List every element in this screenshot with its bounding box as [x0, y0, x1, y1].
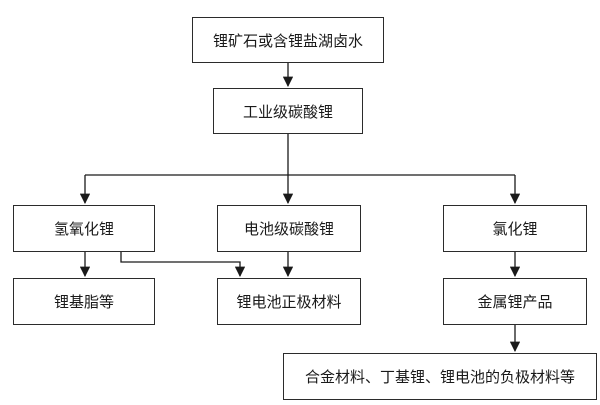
node-lithium-grease: 锂基脂等 — [13, 278, 155, 325]
node-lithium-hydroxide: 氢氧化锂 — [13, 205, 155, 252]
node-applications: 合金材料、丁基锂、锂电池的负极材料等 — [283, 353, 597, 400]
edge-hydroxide-cathode — [120, 252, 246, 278]
node-industrial-lithium-carbonate: 工业级碳酸锂 — [213, 88, 363, 134]
node-cathode-material: 锂电池正极材料 — [217, 278, 361, 325]
node-lithium-chloride: 氯化锂 — [443, 205, 587, 252]
node-source: 锂矿石或含锂盐湖卤水 — [192, 17, 384, 63]
node-lithium-metal-products: 金属锂产品 — [443, 278, 587, 325]
node-battery-grade-lithium-carbonate: 电池级碳酸锂 — [217, 205, 361, 252]
